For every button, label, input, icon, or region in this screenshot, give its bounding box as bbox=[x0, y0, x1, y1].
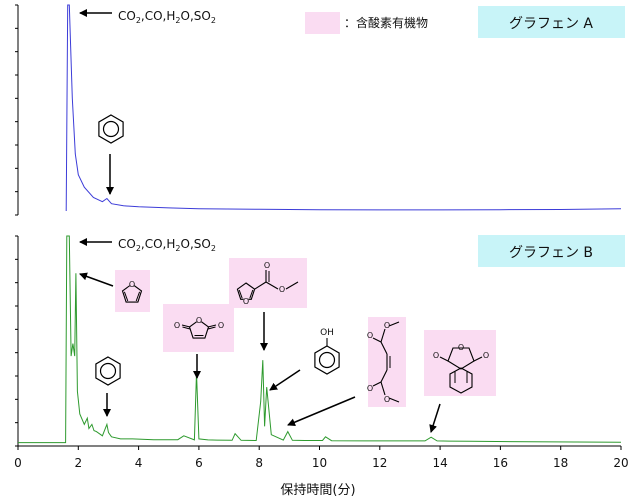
panel-b-trace bbox=[18, 235, 622, 444]
svg-text:O: O bbox=[243, 297, 249, 306]
x-axis-label: 保持時間(分) bbox=[280, 483, 355, 498]
panel-a-title-text: グラフェン A bbox=[509, 16, 593, 32]
highlight-phthalic-anhydride bbox=[424, 330, 496, 396]
panel-a-benzene-structure bbox=[98, 114, 124, 144]
x-tick-label: 10 bbox=[312, 456, 327, 470]
phenol-arrow bbox=[269, 369, 301, 391]
maleic-anhydride-structure: O O O bbox=[174, 316, 224, 339]
svg-text:O: O bbox=[458, 343, 464, 352]
furan-arrow bbox=[79, 272, 114, 287]
panel-b-title-text: グラフェン B bbox=[509, 245, 593, 261]
svg-text:O: O bbox=[384, 321, 390, 330]
dimethyl-maleate-arrow bbox=[287, 396, 356, 426]
panel-b-benzene-structure bbox=[95, 356, 121, 386]
x-tick-label: 4 bbox=[135, 456, 143, 470]
methyl-furoate-structure: O O O bbox=[236, 261, 299, 306]
x-tick-label: 14 bbox=[432, 456, 447, 470]
legend-swatch bbox=[305, 12, 340, 34]
svg-text:O: O bbox=[218, 321, 224, 330]
panel-a-annotations: CO2,CO,H2O,SO2 bbox=[79, 9, 216, 195]
x-tick-label: 18 bbox=[553, 456, 568, 470]
x-tick-label: 20 bbox=[613, 456, 628, 470]
svg-text:O: O bbox=[196, 316, 202, 325]
svg-text:O: O bbox=[264, 261, 270, 270]
phthalic-anhydride-arrow bbox=[429, 403, 441, 433]
x-tick-label: 12 bbox=[372, 456, 387, 470]
panel-a-gas-label: CO2,CO,H2O,SO2 bbox=[118, 9, 216, 25]
svg-text:O: O bbox=[483, 351, 489, 360]
panel-b-title: グラフェン B bbox=[478, 235, 625, 267]
svg-text:O: O bbox=[367, 384, 373, 393]
panel-b-y-ticks bbox=[15, 235, 18, 447]
x-tick-label: 2 bbox=[74, 456, 82, 470]
dimethyl-maleate-structure: O O O O bbox=[367, 321, 400, 404]
phenol-oh-label: OH bbox=[320, 328, 334, 338]
svg-text:O: O bbox=[129, 280, 135, 289]
highlight-furan bbox=[115, 270, 150, 312]
svg-text:O: O bbox=[174, 321, 180, 330]
x-tick-label: 16 bbox=[493, 456, 508, 470]
panel-b-annotations: CO2,CO,H2O,SO2 O bbox=[79, 237, 489, 433]
panel-b: グラフェン B 0 2 4 6 8 10 12 14 16 18 20 保持時間(分) CO2,CO… bbox=[14, 235, 629, 498]
legend-label: ：含酸素有機物 bbox=[344, 15, 428, 30]
x-tick-label: 0 bbox=[14, 456, 22, 470]
svg-text:O: O bbox=[384, 395, 390, 404]
svg-text:O: O bbox=[433, 351, 439, 360]
panel-a-title-bg bbox=[478, 6, 625, 38]
highlight-maleic-anhydride bbox=[163, 304, 234, 352]
phenol-structure: OH bbox=[314, 328, 340, 375]
panel-b-title-bg bbox=[478, 235, 625, 267]
x-axis-ticks: 0 2 4 6 8 10 12 14 16 18 20 bbox=[14, 446, 629, 470]
svg-text:O: O bbox=[367, 331, 373, 340]
furan-structure: O bbox=[121, 280, 143, 303]
panel-b-gas-label: CO2,CO,H2O,SO2 bbox=[118, 237, 216, 253]
panel-a-trace bbox=[65, 4, 622, 212]
svg-text:O: O bbox=[279, 285, 285, 294]
panel-a-title: グラフェン A bbox=[478, 6, 625, 38]
x-tick-label: 8 bbox=[255, 456, 263, 470]
highlight-boxes bbox=[115, 258, 496, 407]
x-tick-label: 6 bbox=[195, 456, 203, 470]
legend: ：含酸素有機物 bbox=[305, 12, 428, 34]
panel-a: グラフェン A CO2,CO,H2O,SO2 bbox=[15, 4, 625, 216]
phthalic-anhydride-structure: O O O bbox=[433, 343, 489, 394]
panel-a-y-ticks bbox=[15, 4, 18, 216]
